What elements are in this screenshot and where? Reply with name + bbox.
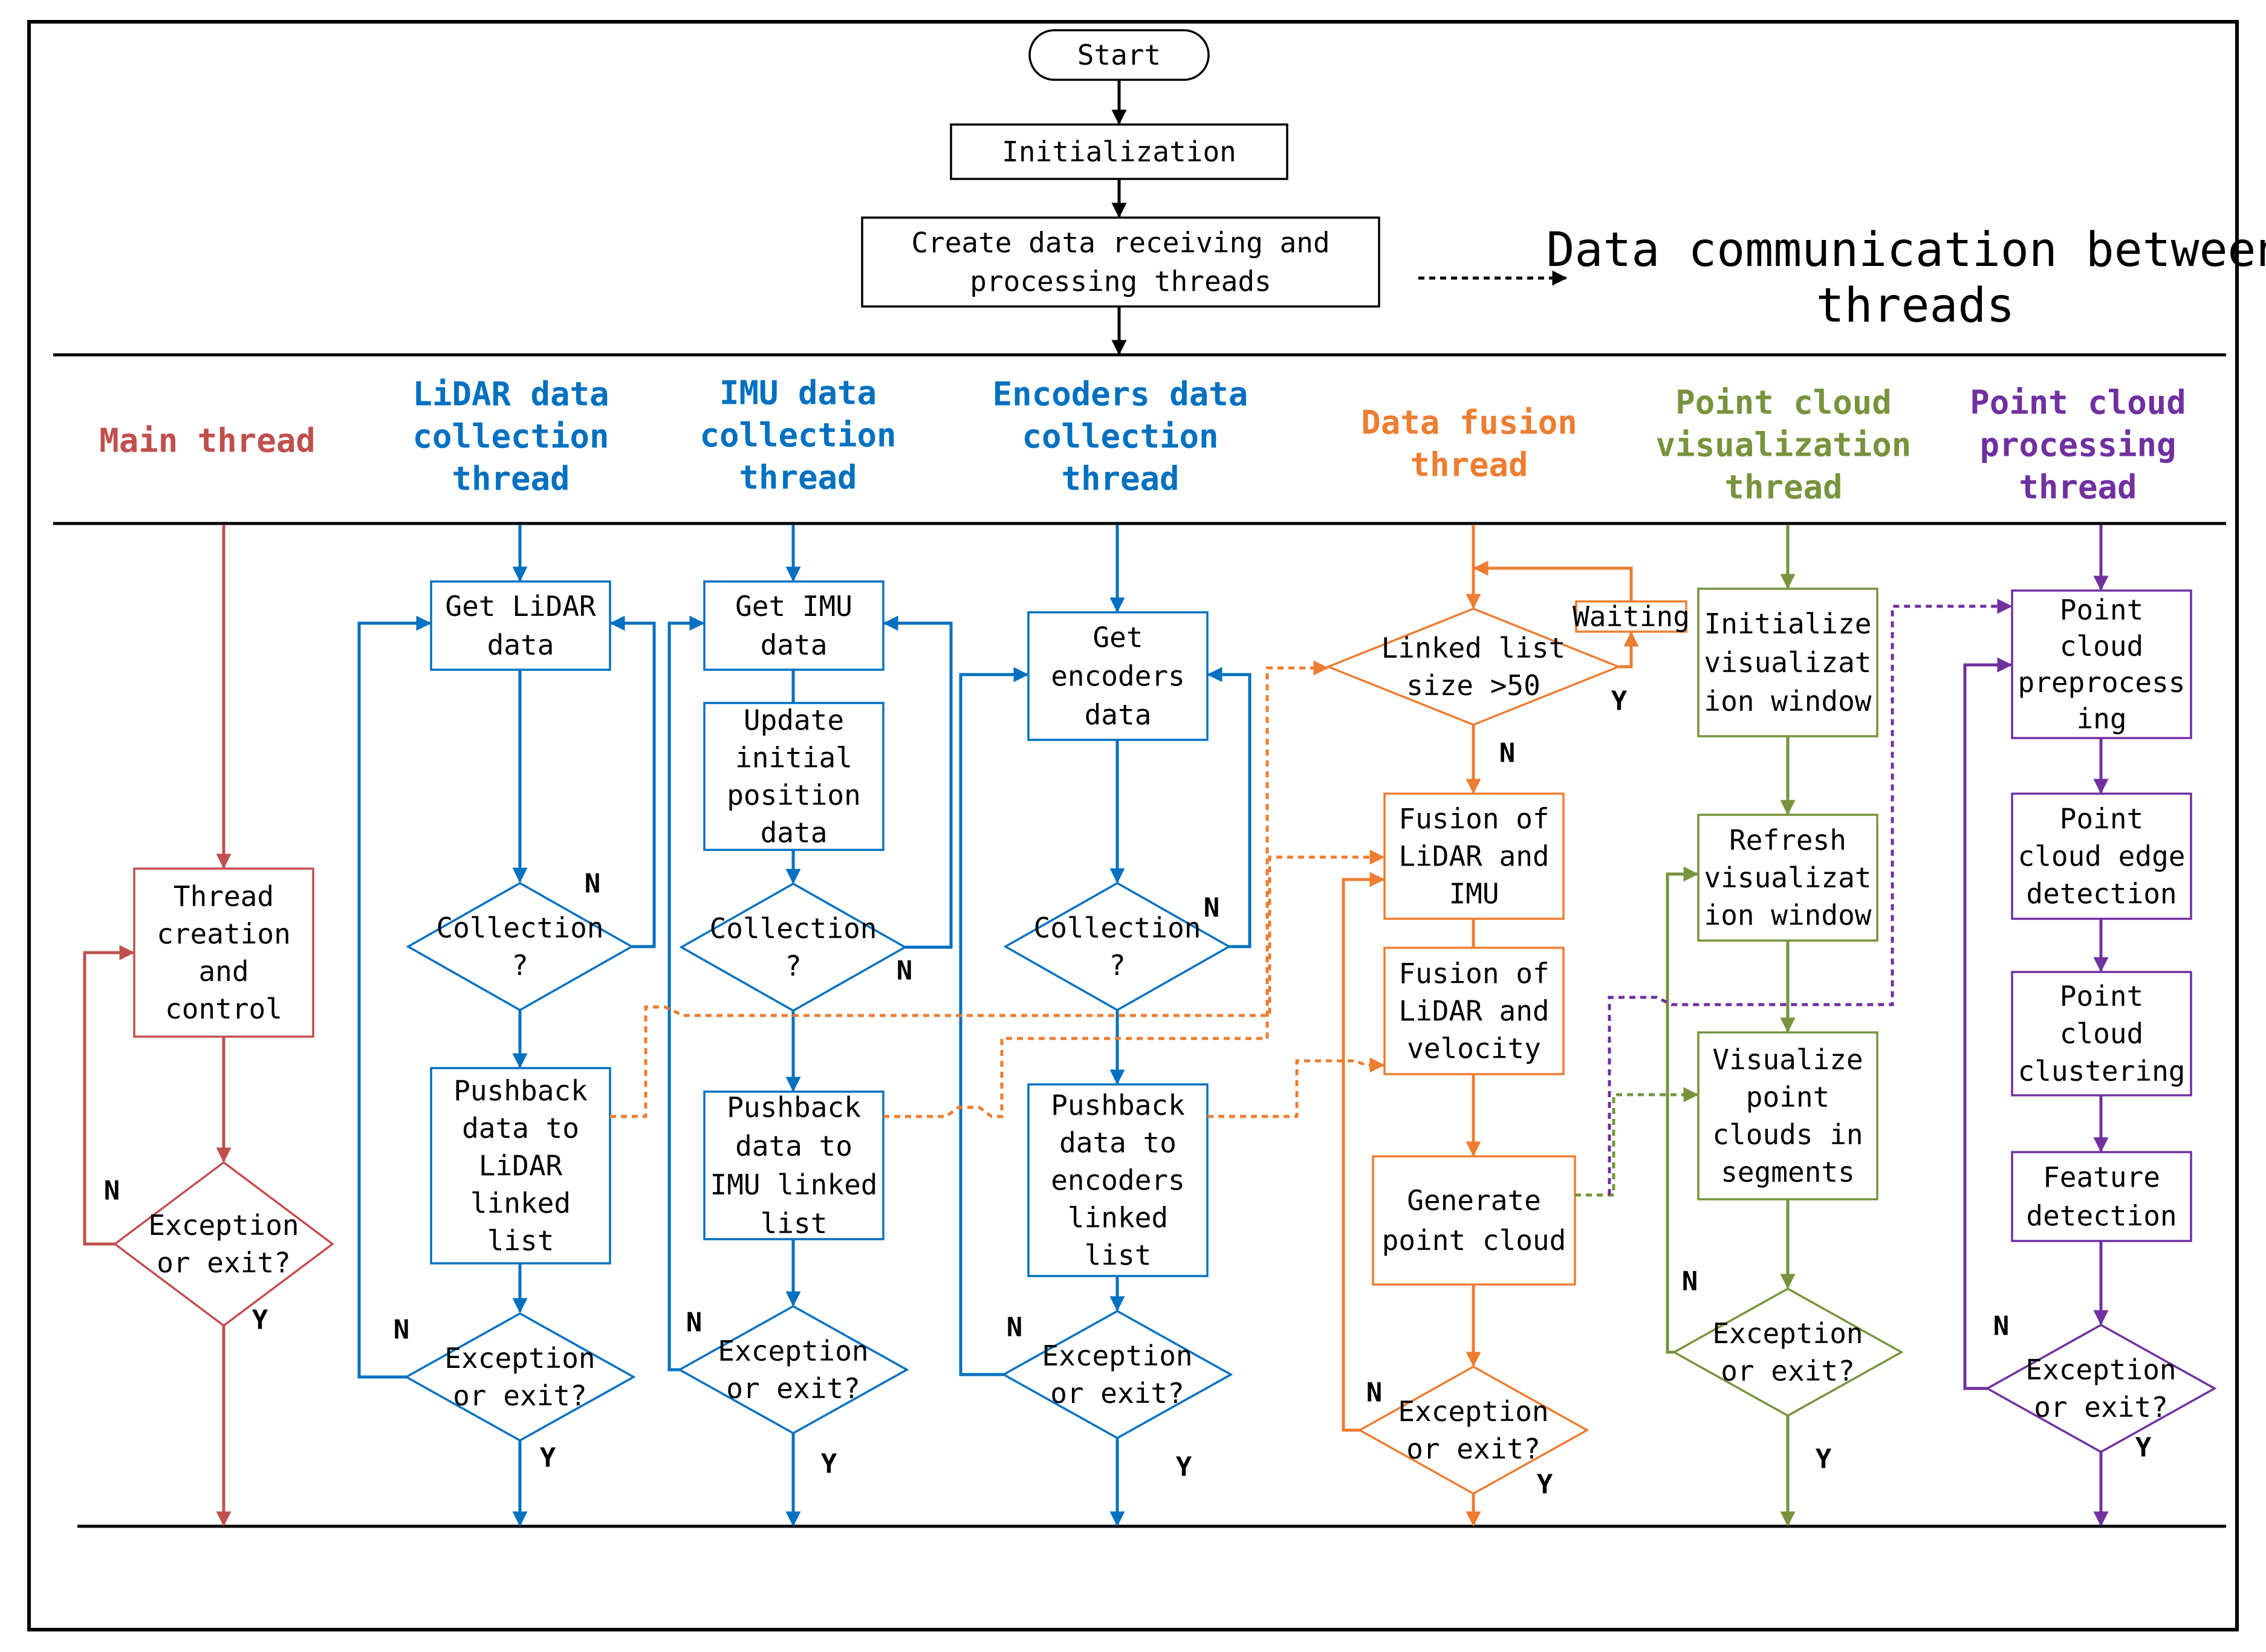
enc-exc-mark-y: Y (1176, 1452, 1192, 1483)
fusion-check-mark-y: Y (1611, 686, 1628, 717)
fusion-waiting-up (1618, 631, 1639, 669)
fusion-exc-mark-n: N (1366, 1378, 1383, 1408)
start-terminal (1028, 29, 1210, 81)
enc-collection-diamond-label: Collection? (1034, 912, 1201, 982)
vis-segments-box (1697, 1031, 1878, 1200)
comm-vis-to-proc-pre (1608, 598, 2013, 1195)
main-exception-diamond (113, 1161, 334, 1327)
create-box (861, 216, 1380, 308)
start-terminal-label: Start (1077, 39, 1161, 71)
lidar-exc-mark-y: Y (540, 1443, 556, 1474)
fusion-waiting-box-label: Waiting (1573, 600, 1690, 633)
imu-exc-mark-n: N (686, 1307, 703, 1338)
fusion-generate-box (1372, 1155, 1576, 1286)
imu-exception-diamond (677, 1304, 909, 1435)
lidar-collection-diamond-label: Collection? (437, 912, 604, 982)
imu-update-box (703, 702, 885, 851)
proc-exception-diamond (1985, 1323, 2217, 1454)
enc-exc-mark-n: N (1007, 1312, 1023, 1343)
imu-coll-mark-n: N (897, 956, 913, 986)
fusion-exc-loop-n (1342, 872, 1385, 1432)
enc-exception-diamond (1001, 1309, 1233, 1440)
vis-exc-mark-y: Y (1816, 1444, 1832, 1475)
fusion-check-mark-n: N (1499, 738, 1516, 769)
main-loop-n (83, 945, 135, 1246)
lidar-exception-diamond (404, 1312, 636, 1442)
lidar-exc-mark-n: N (394, 1315, 410, 1346)
lidar-loop-n (609, 615, 656, 948)
fusion-exception-diamond (1357, 1365, 1589, 1495)
imu-push-box (703, 1090, 885, 1240)
imu-collection-diamond (679, 882, 907, 1012)
comm-lidar-to-fusion-imu (610, 849, 1385, 1118)
proc-exc-mark-y: Y (2135, 1433, 2152, 1463)
enc-loop-n (1207, 667, 1251, 948)
enc-coll-mark-n: N (1204, 893, 1220, 924)
fusion-waiting-back (1473, 560, 1633, 601)
imu-collection-diamond-label: Collection? (710, 912, 877, 982)
vis-exc-mark-n: N (1682, 1266, 1698, 1297)
comm-enc-to-fusion-velocity (1207, 1057, 1385, 1118)
imu-exc-mark-y: Y (821, 1449, 837, 1480)
proc-feature-box (2011, 1151, 2192, 1242)
vis-exc-loop-n (1666, 866, 1699, 1354)
comm-imu-to-fusion-check (883, 660, 1329, 1118)
outer-frame (27, 20, 2239, 1631)
init-box-label: Initialization (1002, 135, 1236, 168)
lidar-collection-diamond (406, 881, 634, 1012)
header-main-thread: Main thread (99, 422, 316, 460)
imu-loop-n (883, 615, 953, 949)
fusion-imu-box (1383, 792, 1565, 920)
fusion-velocity-box (1383, 947, 1565, 1075)
vis-exception-diamond (1672, 1287, 1904, 1417)
main-mark-y: Y (252, 1305, 268, 1336)
proc-exc-mark-n: N (1993, 1311, 2010, 1342)
proc-exc-loop-n (1963, 657, 2013, 1390)
fusion-exc-mark-y: Y (1537, 1469, 1553, 1500)
imu-exc-loop-n (667, 615, 705, 1372)
lidar-exc-loop-n (357, 615, 432, 1379)
comm-fusion-to-vis-segments (1575, 1087, 1699, 1197)
enc-collection-diamond (1003, 881, 1232, 1012)
enc-exc-loop-n (959, 667, 1029, 1376)
main-mark-n: N (104, 1176, 120, 1207)
lidar-coll-mark-n: N (585, 869, 601, 899)
